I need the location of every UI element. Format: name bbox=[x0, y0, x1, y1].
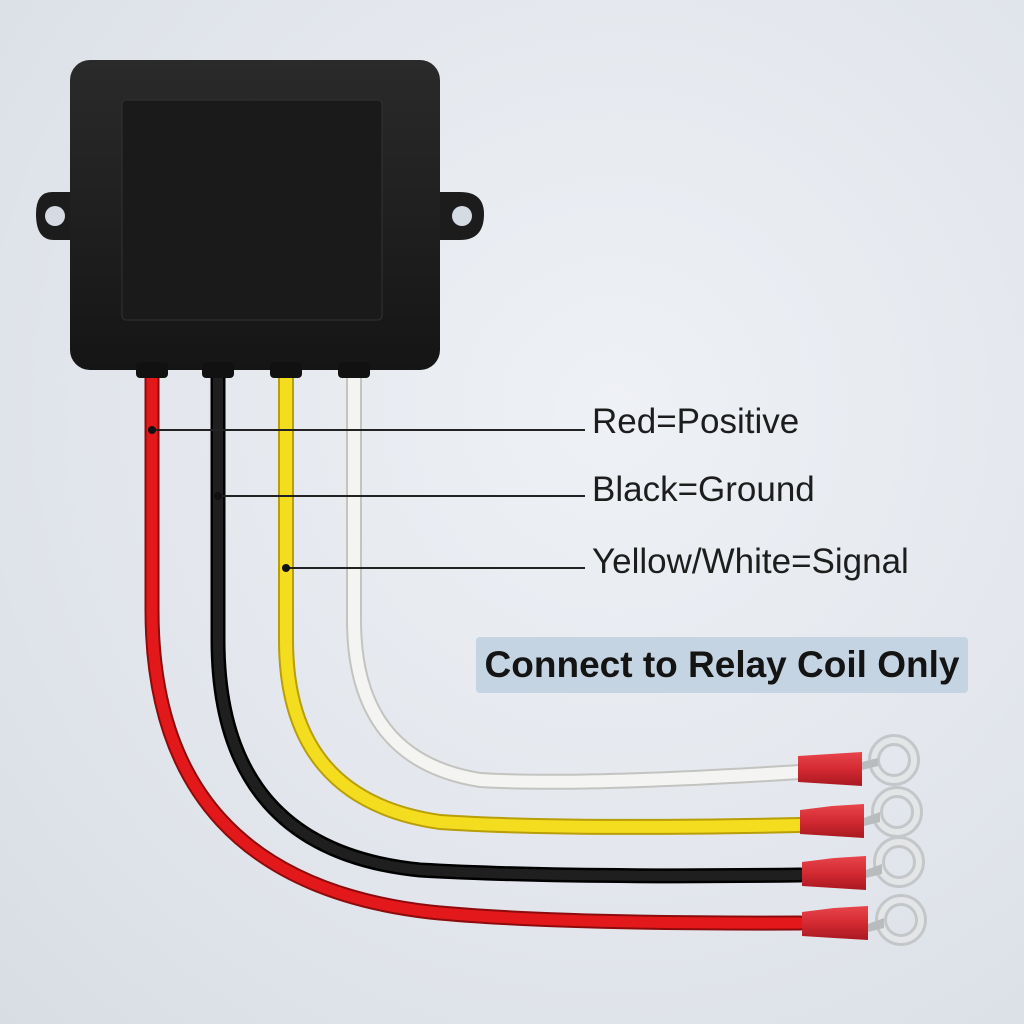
wire-grommets bbox=[136, 362, 370, 378]
box-lid-panel bbox=[121, 99, 383, 321]
notice-text: Connect to Relay Coil Only bbox=[484, 644, 960, 685]
label-signal: Yellow/White=Signal bbox=[592, 542, 909, 581]
leader-lines bbox=[152, 429, 585, 569]
wire-white bbox=[346, 362, 808, 790]
wire-yellow bbox=[278, 362, 808, 835]
terminal-red bbox=[802, 894, 927, 946]
label-red-positive: Red=Positive bbox=[592, 402, 800, 441]
terminal-yellow bbox=[800, 786, 923, 838]
leader-dots bbox=[148, 426, 290, 572]
right-mounting-hole bbox=[452, 206, 472, 226]
wire-red bbox=[144, 362, 808, 931]
notice-banner: Connect to Relay Coil Only bbox=[476, 637, 968, 693]
wire-black bbox=[210, 362, 808, 884]
terminal-black bbox=[802, 836, 925, 890]
ring-terminal-icon bbox=[798, 734, 927, 946]
label-black-ground: Black=Ground bbox=[592, 470, 815, 509]
left-mounting-hole bbox=[45, 206, 65, 226]
terminal-white bbox=[798, 734, 920, 786]
control-box-icon bbox=[36, 60, 484, 370]
